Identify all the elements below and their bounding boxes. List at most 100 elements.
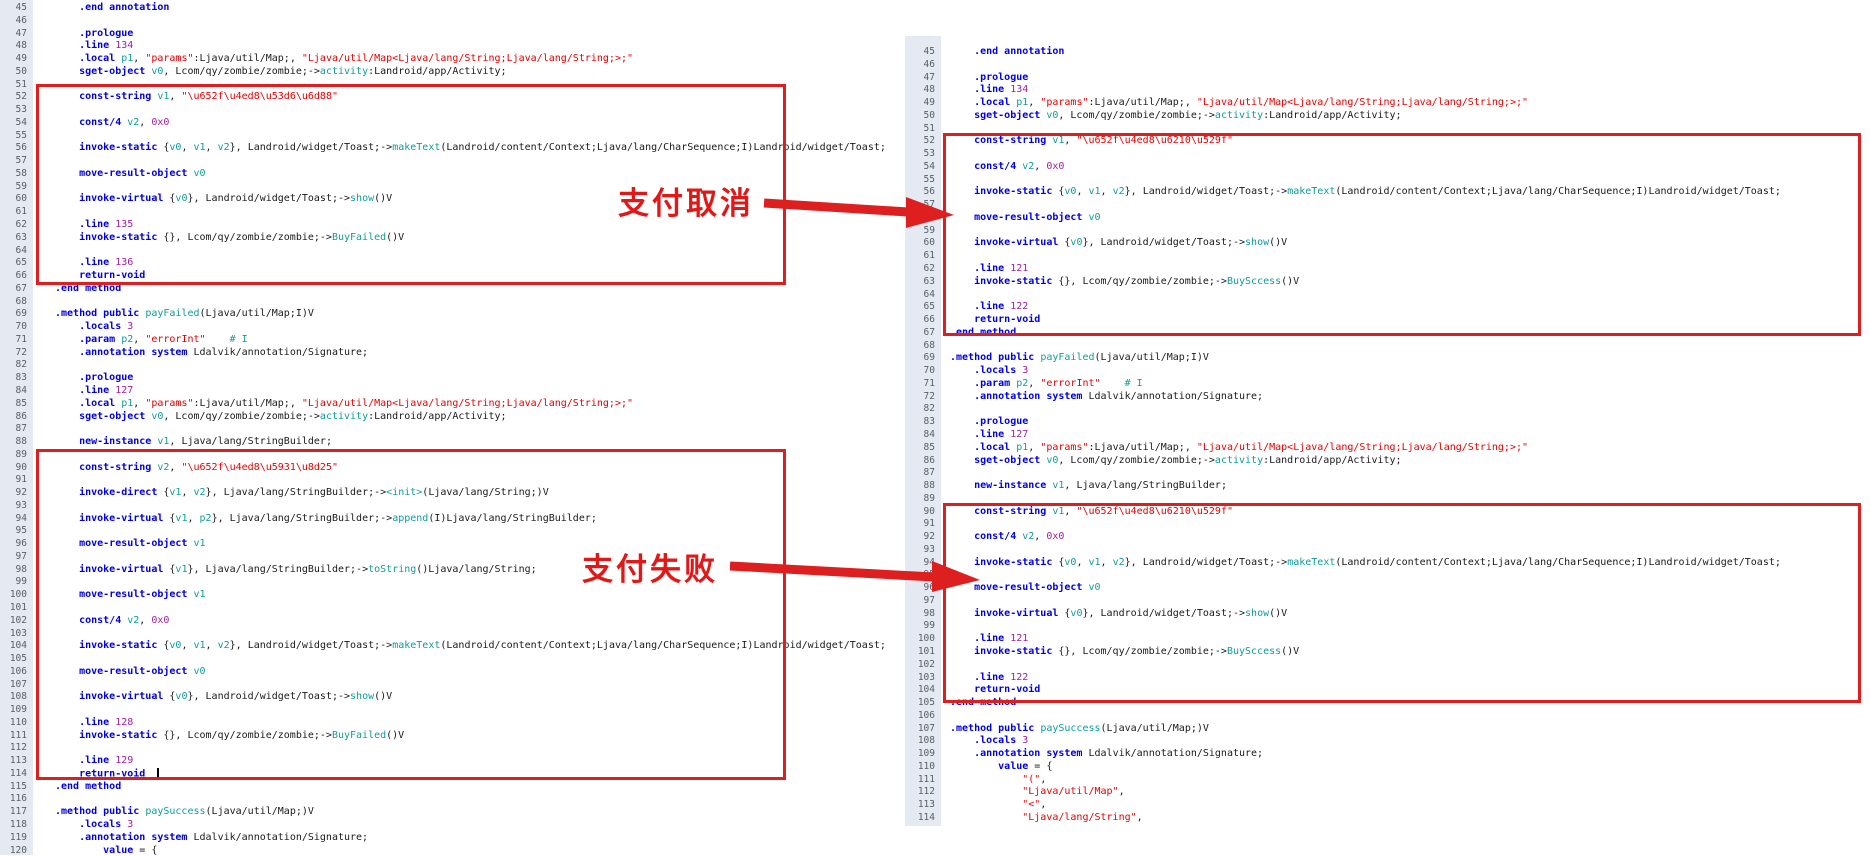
- code-line[interactable]: 53: [905, 148, 1870, 161]
- code-line[interactable]: 60 invoke-virtual {v0}, Landroid/widget/…: [905, 237, 1870, 250]
- code-line[interactable]: 106 move-result-object v0: [0, 666, 900, 679]
- code-line[interactable]: 118 .locals 3: [0, 819, 900, 832]
- code-line[interactable]: 95: [905, 569, 1870, 582]
- code-line[interactable]: 99: [0, 576, 900, 589]
- code-line[interactable]: 113 "<",: [905, 799, 1870, 812]
- code-line[interactable]: 65 .line 122: [905, 301, 1870, 314]
- code-line[interactable]: 70 .locals 3: [905, 365, 1870, 378]
- code-line[interactable]: 52 const-string v1, "\u652f\u4ed8\u53d6\…: [0, 91, 900, 104]
- code-line[interactable]: 51: [0, 79, 900, 92]
- code-line[interactable]: 88 new-instance v1, Ljava/lang/StringBui…: [905, 480, 1870, 493]
- code-line[interactable]: 89: [905, 493, 1870, 506]
- code-line[interactable]: 52 const-string v1, "\u652f\u4ed8\u6210\…: [905, 135, 1870, 148]
- code-line[interactable]: 109 .annotation system Ldalvik/annotatio…: [905, 748, 1870, 761]
- code-line[interactable]: 62 .line 121: [905, 263, 1870, 276]
- code-line[interactable]: 116: [0, 793, 900, 806]
- code-line[interactable]: 50 sget-object v0, Lcom/qy/zombie/zombie…: [0, 66, 900, 79]
- code-line[interactable]: 97: [905, 595, 1870, 608]
- code-line[interactable]: 107.method public paySuccess(Ljava/util/…: [905, 723, 1870, 736]
- code-line[interactable]: 97: [0, 551, 900, 564]
- code-line[interactable]: 108 invoke-virtual {v0}, Landroid/widget…: [0, 691, 900, 704]
- code-line[interactable]: 55: [0, 130, 900, 143]
- code-line[interactable]: 67.end method: [905, 327, 1870, 340]
- code-line[interactable]: 100 move-result-object v1: [0, 589, 900, 602]
- code-line[interactable]: 91: [0, 474, 900, 487]
- code-line[interactable]: 68: [0, 296, 900, 309]
- code-line[interactable]: 51: [905, 123, 1870, 136]
- code-line[interactable]: 55: [905, 174, 1870, 187]
- code-line[interactable]: 63 invoke-static {}, Lcom/qy/zombie/zomb…: [905, 276, 1870, 289]
- code-line[interactable]: 83 .prologue: [0, 372, 900, 385]
- code-line[interactable]: 46: [905, 59, 1870, 72]
- code-line[interactable]: 102 const/4 v2, 0x0: [0, 615, 900, 628]
- code-line[interactable]: 84 .line 127: [0, 385, 900, 398]
- code-line[interactable]: 104 invoke-static {v0, v1, v2}, Landroid…: [0, 640, 900, 653]
- code-line[interactable]: 85 .local p1, "params":Ljava/util/Map;, …: [0, 398, 900, 411]
- code-line[interactable]: 94 invoke-virtual {v1, p2}, Ljava/lang/S…: [0, 513, 900, 526]
- code-line[interactable]: 64: [0, 245, 900, 258]
- code-line[interactable]: 83 .prologue: [905, 416, 1870, 429]
- code-line[interactable]: 86 sget-object v0, Lcom/qy/zombie/zombie…: [0, 411, 900, 424]
- code-line[interactable]: 67.end method: [0, 283, 900, 296]
- code-line[interactable]: 85 .local p1, "params":Ljava/util/Map;, …: [905, 442, 1870, 455]
- code-line[interactable]: 112: [0, 742, 900, 755]
- code-line[interactable]: 103 .line 122: [905, 672, 1870, 685]
- code-line[interactable]: 48 .line 134: [905, 84, 1870, 97]
- code-line[interactable]: 92 const/4 v2, 0x0: [905, 531, 1870, 544]
- code-line[interactable]: 50 sget-object v0, Lcom/qy/zombie/zombie…: [905, 110, 1870, 123]
- code-line[interactable]: 82: [905, 403, 1870, 416]
- code-line[interactable]: 70 .locals 3: [0, 321, 900, 334]
- code-line[interactable]: 58 move-result-object v0: [905, 212, 1870, 225]
- code-line[interactable]: 110 .line 128: [0, 717, 900, 730]
- code-line[interactable]: 58 move-result-object v0: [0, 168, 900, 181]
- code-line[interactable]: 89: [0, 449, 900, 462]
- code-line[interactable]: 87: [905, 467, 1870, 480]
- code-line[interactable]: 102: [905, 659, 1870, 672]
- code-line[interactable]: 59: [0, 181, 900, 194]
- code-line[interactable]: 101: [0, 602, 900, 615]
- code-line[interactable]: 53: [0, 104, 900, 117]
- code-line[interactable]: 110 value = {: [905, 761, 1870, 774]
- code-line[interactable]: 111 invoke-static {}, Lcom/qy/zombie/zom…: [0, 730, 900, 743]
- code-line[interactable]: 56 invoke-static {v0, v1, v2}, Landroid/…: [905, 186, 1870, 199]
- code-line[interactable]: 63 invoke-static {}, Lcom/qy/zombie/zomb…: [0, 232, 900, 245]
- code-line[interactable]: 111 "(",: [905, 774, 1870, 787]
- code-line[interactable]: 117.method public paySuccess(Ljava/util/…: [0, 806, 900, 819]
- code-line[interactable]: 60 invoke-virtual {v0}, Landroid/widget/…: [0, 193, 900, 206]
- code-line[interactable]: 61: [905, 250, 1870, 263]
- code-line[interactable]: 104 return-void: [905, 684, 1870, 697]
- code-line[interactable]: 46: [0, 15, 900, 28]
- code-line[interactable]: 103: [0, 628, 900, 641]
- code-line[interactable]: 90 const-string v2, "\u652f\u4ed8\u5931\…: [0, 462, 900, 475]
- code-line[interactable]: 49 .local p1, "params":Ljava/util/Map;, …: [905, 97, 1870, 110]
- code-line[interactable]: 120 value = {: [0, 845, 900, 857]
- code-line[interactable]: 100 .line 121: [905, 633, 1870, 646]
- code-line[interactable]: 45 .end annotation: [905, 46, 1870, 59]
- code-line[interactable]: 47 .prologue: [0, 28, 900, 41]
- code-line[interactable]: 59: [905, 225, 1870, 238]
- code-line[interactable]: 47 .prologue: [905, 72, 1870, 85]
- code-line[interactable]: 56 invoke-static {v0, v1, v2}, Landroid/…: [0, 142, 900, 155]
- code-line[interactable]: 72 .annotation system Ldalvik/annotation…: [905, 391, 1870, 404]
- code-line[interactable]: 93: [905, 544, 1870, 557]
- code-line[interactable]: 115.end method: [0, 781, 900, 794]
- code-line[interactable]: 107: [0, 679, 900, 692]
- code-line[interactable]: 109: [0, 704, 900, 717]
- code-line[interactable]: 105: [0, 653, 900, 666]
- code-line[interactable]: 61: [0, 206, 900, 219]
- code-line[interactable]: 98 invoke-virtual {v0}, Landroid/widget/…: [905, 608, 1870, 621]
- code-line[interactable]: 87: [0, 423, 900, 436]
- code-line[interactable]: 48 .line 134: [0, 40, 900, 53]
- code-line[interactable]: 66 return-void: [0, 270, 900, 283]
- code-line[interactable]: 71 .param p2, "errorInt" # I: [905, 378, 1870, 391]
- code-line[interactable]: 54 const/4 v2, 0x0: [905, 161, 1870, 174]
- code-line[interactable]: 84 .line 127: [905, 429, 1870, 442]
- code-line[interactable]: 91: [905, 518, 1870, 531]
- code-line[interactable]: 106: [905, 710, 1870, 723]
- code-line[interactable]: 108 .locals 3: [905, 735, 1870, 748]
- code-line[interactable]: 72 .annotation system Ldalvik/annotation…: [0, 347, 900, 360]
- code-line[interactable]: 92 invoke-direct {v1, v2}, Ljava/lang/St…: [0, 487, 900, 500]
- code-line[interactable]: 93: [0, 500, 900, 513]
